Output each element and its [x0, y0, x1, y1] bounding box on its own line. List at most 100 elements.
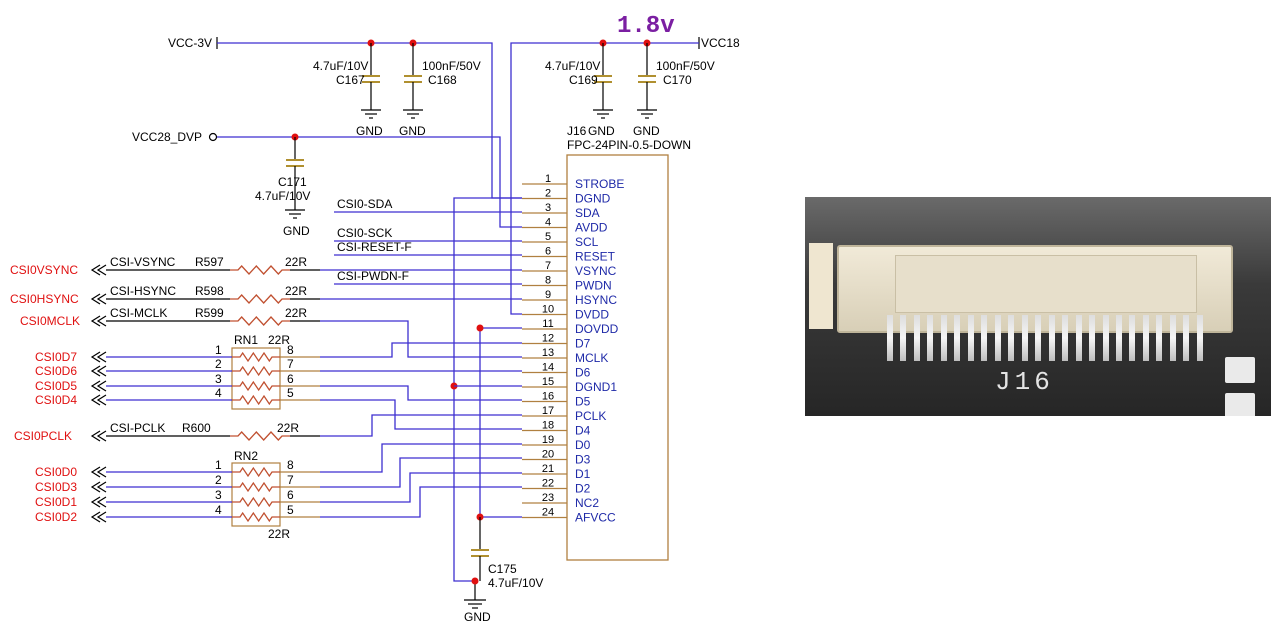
net-port-arrow — [90, 481, 107, 493]
resistor-zigzag — [232, 481, 280, 493]
resistor-value: 22R — [285, 255, 307, 269]
connector-pin-number: 3 — [545, 202, 551, 214]
net-label: CSI0D1 — [35, 495, 77, 509]
c175-gnd: GND — [464, 610, 491, 621]
connector-pin-name: SCL — [575, 235, 599, 249]
junction-dot — [476, 324, 484, 332]
resistor-signal: CSI-HSYNC — [110, 284, 176, 298]
fpc-connector-pins — [887, 315, 1203, 361]
connector-pin-number: 23 — [542, 492, 554, 504]
fpc-pin — [1156, 315, 1163, 361]
resistor-zigzag — [232, 351, 280, 363]
net-label: CSI0MCLK — [20, 314, 80, 328]
smd-pad — [1225, 357, 1255, 383]
fpc-pin — [1021, 315, 1028, 361]
net-port-arrow — [90, 394, 107, 406]
connector-pin-name: D5 — [575, 395, 591, 409]
capacitor-c167 — [361, 43, 381, 119]
net-label: CSI0D6 — [35, 364, 77, 378]
rn1-left-pin: 2 — [215, 357, 222, 371]
connector-pin-name: D3 — [575, 453, 591, 467]
rn2-left-pin: 3 — [215, 488, 222, 502]
connector-part: FPC-24PIN-0.5-DOWN — [567, 138, 691, 152]
fpc-pin — [994, 315, 1001, 361]
connector-pin-number: 20 — [542, 449, 554, 461]
rn1-right-pin: 5 — [287, 386, 294, 400]
vcc18-label: VCC18 — [701, 36, 740, 50]
resistor-ref: R597 — [195, 255, 224, 269]
resistor-signal: CSI-PCLK — [110, 421, 165, 435]
resistor-zigzag — [232, 365, 280, 377]
connector-pin-name: HSYNC — [575, 293, 617, 307]
net-port-arrow — [90, 264, 107, 276]
net-label: CSI0PCLK — [14, 429, 72, 443]
rn1-right-pin: 8 — [287, 343, 294, 357]
fpc-pin — [1142, 315, 1149, 361]
connector-pin-name: NC2 — [575, 496, 599, 510]
resistor-value: 22R — [285, 284, 307, 298]
capacitor-c175 — [464, 517, 489, 609]
connector-pin-number: 18 — [542, 420, 554, 432]
net-label: CSI0D2 — [35, 510, 77, 524]
net-port-arrow — [90, 351, 107, 363]
capacitor-c171 — [285, 137, 305, 219]
voltage-label: 1.8v — [617, 13, 675, 40]
fpc-pin — [1035, 315, 1042, 361]
fpc-pin — [1115, 315, 1122, 361]
resistor-zigzag — [230, 431, 290, 441]
connector-photo: J16 — [805, 197, 1271, 416]
connector-pin-number: 15 — [542, 376, 554, 388]
resistor-ref: R599 — [195, 306, 224, 320]
d1-wire — [320, 472, 522, 503]
connector-pin-name: D2 — [575, 482, 591, 496]
fpc-pin — [1075, 315, 1082, 361]
net-port-arrow — [90, 315, 107, 327]
rn1-left-pin: 3 — [215, 372, 222, 386]
net-label: CSI0D7 — [35, 350, 77, 364]
c169-value: 4.7uF/10V — [545, 59, 600, 73]
c171-value: 4.7uF/10V — [255, 189, 310, 203]
c169-gnd: GND — [588, 124, 615, 138]
pwdn-signal: CSI-PWDN-F — [337, 269, 409, 283]
c170-ref: C170 — [663, 73, 692, 87]
c171-ref: C171 — [278, 175, 307, 189]
fpc-pin — [1129, 315, 1136, 361]
connector-pin-name: PCLK — [575, 409, 606, 423]
connector-pin-name: DGND — [575, 192, 611, 206]
resistor-zigzag — [232, 394, 280, 406]
connector-pin-number: 21 — [542, 463, 554, 475]
c167-value: 4.7uF/10V — [313, 59, 368, 73]
sck-signal: CSI0-SCK — [337, 226, 392, 240]
fpc-pin — [940, 315, 947, 361]
capacitor-c170 — [637, 43, 657, 119]
resistor-signal: CSI-MCLK — [110, 306, 167, 320]
connector-pin-number: 12 — [542, 333, 554, 345]
fpc-pin — [967, 315, 974, 361]
resistor-ref: R598 — [195, 284, 224, 298]
resistor-signal: CSI-VSYNC — [110, 255, 176, 269]
rn1-value: 22R — [268, 333, 290, 347]
rn1-left-pin: 1 — [215, 343, 222, 357]
resistor-zigzag — [232, 496, 280, 508]
c167-gnd: GND — [356, 124, 383, 138]
connector-pin-name: RESET — [575, 250, 616, 264]
rn2-right-pin: 7 — [287, 473, 294, 487]
fpc-pin — [981, 315, 988, 361]
connector-pin-name: DOVDD — [575, 322, 619, 336]
connector-pin-name: D1 — [575, 467, 591, 481]
net-label: CSI0HSYNC — [10, 292, 79, 306]
rn2-right-pin: 8 — [287, 458, 294, 472]
connector-pin-number: 16 — [542, 391, 554, 403]
net-port-arrow — [90, 365, 107, 377]
resistor-value: 22R — [277, 421, 299, 435]
rn2-value: 22R — [268, 527, 290, 541]
net-label: CSI0D0 — [35, 465, 77, 479]
connector-ref: J16 — [567, 124, 587, 138]
net-label: CSI0D5 — [35, 379, 77, 393]
connector-pin-name: AFVCC — [575, 511, 616, 525]
vcc28-dvp-label: VCC28_DVP — [132, 130, 202, 144]
